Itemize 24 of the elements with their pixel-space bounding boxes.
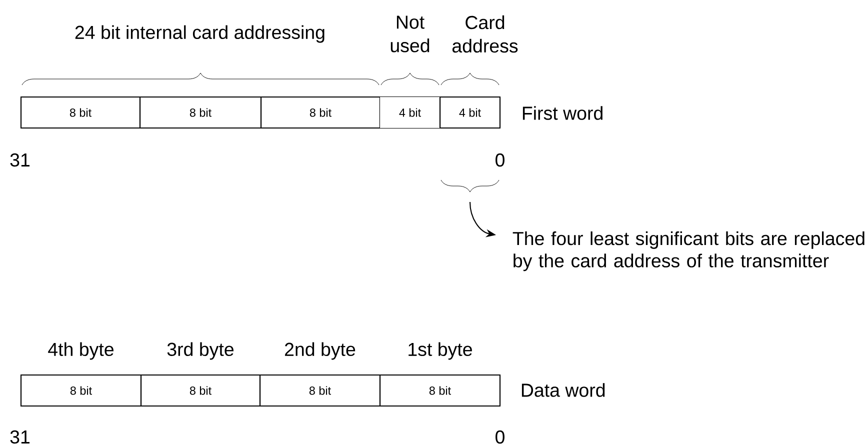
- bit-field-cell: 8 bit: [20, 96, 141, 129]
- bit-field-cell: 8 bit: [379, 374, 501, 407]
- bit-field-cell: 4 bit: [379, 96, 441, 129]
- label-text: 31: [10, 153, 30, 167]
- note-text: The four least significant bits are replaced by the card address of the transmitter: [512, 231, 864, 272]
- label-text: 0: [496, 153, 504, 167]
- bit-field-cell: 8 bit: [259, 374, 381, 407]
- field-label: 4th byte: [48, 342, 114, 360]
- label-text: 31: [10, 430, 30, 444]
- bit-field-cell: 8 bit: [140, 374, 261, 407]
- field-label: 3rd byte: [167, 342, 234, 360]
- field-label: 2nd byte: [284, 342, 356, 360]
- label-text: Card address: [452, 15, 518, 53]
- label-text: Data word: [522, 383, 605, 397]
- bit-field-cell: 8 bit: [20, 374, 142, 407]
- label-text: First word: [522, 106, 602, 120]
- field-label: 1st byte: [408, 342, 472, 360]
- bit-field-cell: 8 bit: [139, 96, 262, 129]
- label-text: 0: [496, 430, 504, 444]
- curly-brace: [440, 180, 500, 192]
- bit-field-cell: 4 bit: [439, 96, 501, 129]
- label-text: Not used: [390, 16, 430, 52]
- bit-field-cell: 8 bit: [260, 96, 381, 129]
- label-text: 24 bit internal card addressing: [75, 25, 324, 43]
